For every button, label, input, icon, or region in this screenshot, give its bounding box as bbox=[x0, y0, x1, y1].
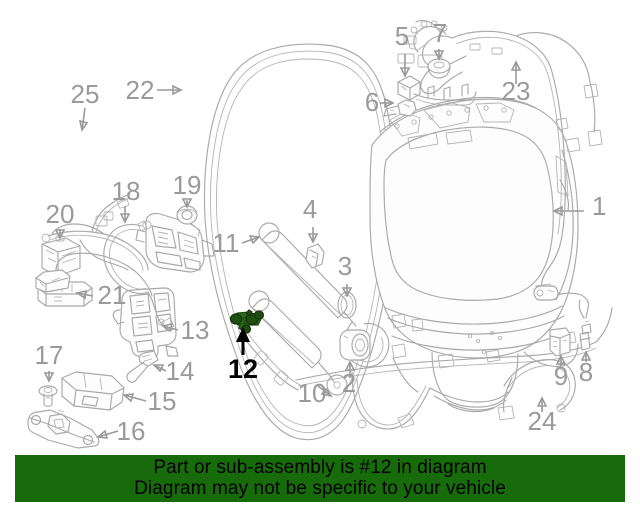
part-bolt-hex bbox=[383, 99, 417, 117]
callout-20: 20 bbox=[46, 199, 75, 229]
callout-numbers: 1 2 3 4 5 6 7 8 9 10 11 12 13 14 15 16 1… bbox=[35, 18, 607, 446]
part-clip-wedge bbox=[305, 243, 325, 269]
callout-9: 9 bbox=[554, 361, 568, 391]
callout-11: 11 bbox=[213, 228, 240, 258]
callout-17: 17 bbox=[35, 340, 64, 370]
part-screw bbox=[126, 350, 159, 383]
part-small-wire-link bbox=[79, 239, 129, 271]
callout-19: 19 bbox=[173, 170, 202, 200]
part-latch-assembly bbox=[112, 287, 179, 359]
part-plug-cap bbox=[427, 58, 451, 79]
callout-21: 21 bbox=[98, 280, 127, 310]
callout-10: 10 bbox=[298, 378, 327, 408]
part-liftgate-panel bbox=[369, 96, 579, 413]
part-bushing bbox=[339, 329, 371, 361]
part-support-arm bbox=[533, 285, 590, 319]
callout-6: 6 bbox=[365, 87, 379, 117]
leader-lines bbox=[43, 49, 592, 439]
callout-2: 2 bbox=[342, 368, 356, 398]
callout-7: 7 bbox=[433, 18, 447, 48]
callout-24: 24 bbox=[528, 406, 557, 436]
callout-12-highlighted: 12 bbox=[228, 354, 258, 384]
part-rubber-stop bbox=[38, 385, 58, 407]
callout-16: 16 bbox=[117, 416, 146, 446]
part-switch-module bbox=[549, 327, 571, 357]
callout-14: 14 bbox=[166, 356, 195, 386]
part-control-module bbox=[41, 235, 81, 277]
callout-13: 13 bbox=[181, 315, 210, 345]
callout-4: 4 bbox=[303, 194, 317, 224]
callout-25: 25 bbox=[71, 79, 100, 109]
callout-23: 23 bbox=[502, 76, 531, 106]
part-ball-stud-pivot-highlighted bbox=[229, 309, 265, 334]
callout-8: 8 bbox=[579, 357, 593, 387]
part-info-banner: Part or sub-assembly is #12 in diagram D… bbox=[15, 455, 625, 502]
callout-5: 5 bbox=[395, 21, 409, 51]
part-hinge-arm bbox=[27, 409, 100, 449]
banner-line-disclaimer: Diagram may not be specific to your vehi… bbox=[134, 477, 506, 499]
part-handle-bracket bbox=[397, 75, 477, 106]
callout-1: 1 bbox=[592, 191, 606, 221]
callout-22: 22 bbox=[126, 75, 155, 105]
callout-3: 3 bbox=[338, 251, 352, 281]
callout-15: 15 bbox=[148, 386, 177, 416]
banner-line-part-number: Part or sub-assembly is #12 in diagram bbox=[153, 457, 487, 479]
part-lock-actuator-body bbox=[135, 212, 215, 273]
part-gas-strut-lower bbox=[248, 290, 348, 396]
part-connector-small bbox=[578, 299, 592, 351]
part-striker-cover bbox=[61, 371, 125, 411]
callout-18: 18 bbox=[112, 176, 141, 206]
